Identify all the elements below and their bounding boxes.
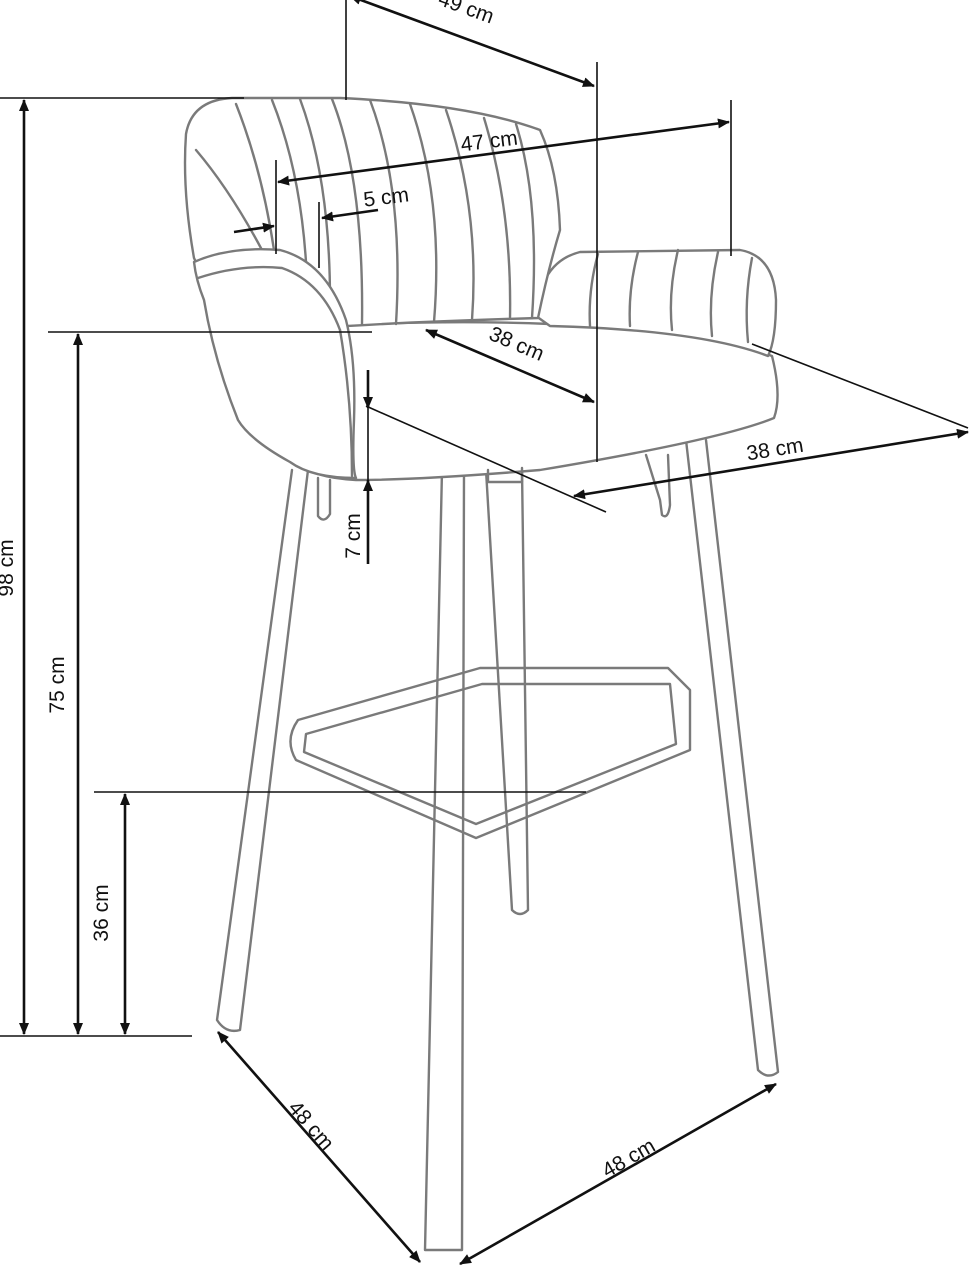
left-armrest [192, 248, 358, 480]
dim-line-channel-right [321, 208, 379, 222]
dim-line-channel-left [233, 222, 275, 234]
label-total-height: 98 cm [0, 539, 18, 596]
label-channel-width: 5 cm [362, 183, 410, 211]
seat-bracket [316, 476, 332, 521]
right-armrest [534, 248, 778, 358]
extension-line-seat-front [365, 405, 607, 513]
dim-line-seat-width [573, 428, 969, 500]
chair-drawing [183, 96, 780, 1252]
dim-line-top-depth [349, 0, 595, 88]
front-legs [215, 438, 780, 1252]
dim-line-base-depth [217, 1031, 421, 1263]
label-base-width: 48 cm [598, 1134, 659, 1183]
dim-line-base-width [459, 1082, 777, 1266]
dim-line-back-width [277, 118, 730, 186]
label-base-depth: 48 cm [283, 1097, 338, 1155]
label-seat-height: 75 cm [46, 656, 69, 713]
dim-line-seat-depth [425, 328, 595, 404]
label-seat-thickness: 7 cm [342, 513, 365, 559]
footrest-frame [289, 666, 692, 840]
back-legs [484, 453, 672, 916]
label-footrest-height: 36 cm [90, 884, 113, 941]
extension-line-seat-side [751, 343, 969, 429]
label-top-depth: 49 cm [435, 0, 497, 28]
